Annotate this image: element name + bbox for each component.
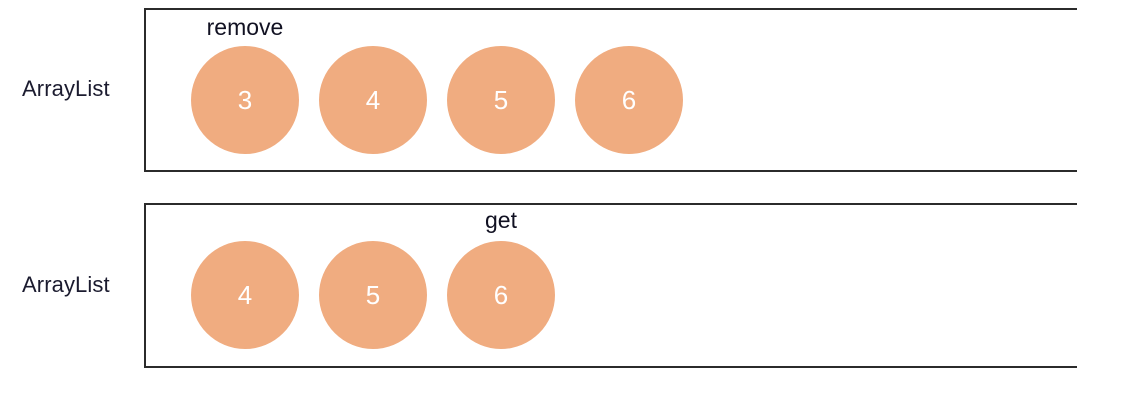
arraylist-row-label-2: ArrayList (22, 271, 110, 297)
list-element: 4 (191, 241, 299, 349)
list-element: 5 (319, 241, 427, 349)
list-element: 3 (191, 46, 299, 154)
list-element: 6 (447, 241, 555, 349)
list-element: 6 (575, 46, 683, 154)
operation-label-get: get (485, 207, 517, 233)
list-element: 4 (319, 46, 427, 154)
arraylist-row-label-1: ArrayList (22, 76, 110, 101)
operation-label-remove: remove (206, 14, 284, 40)
arraylist-container-2 (144, 203, 1077, 368)
list-element: 5 (447, 46, 555, 154)
